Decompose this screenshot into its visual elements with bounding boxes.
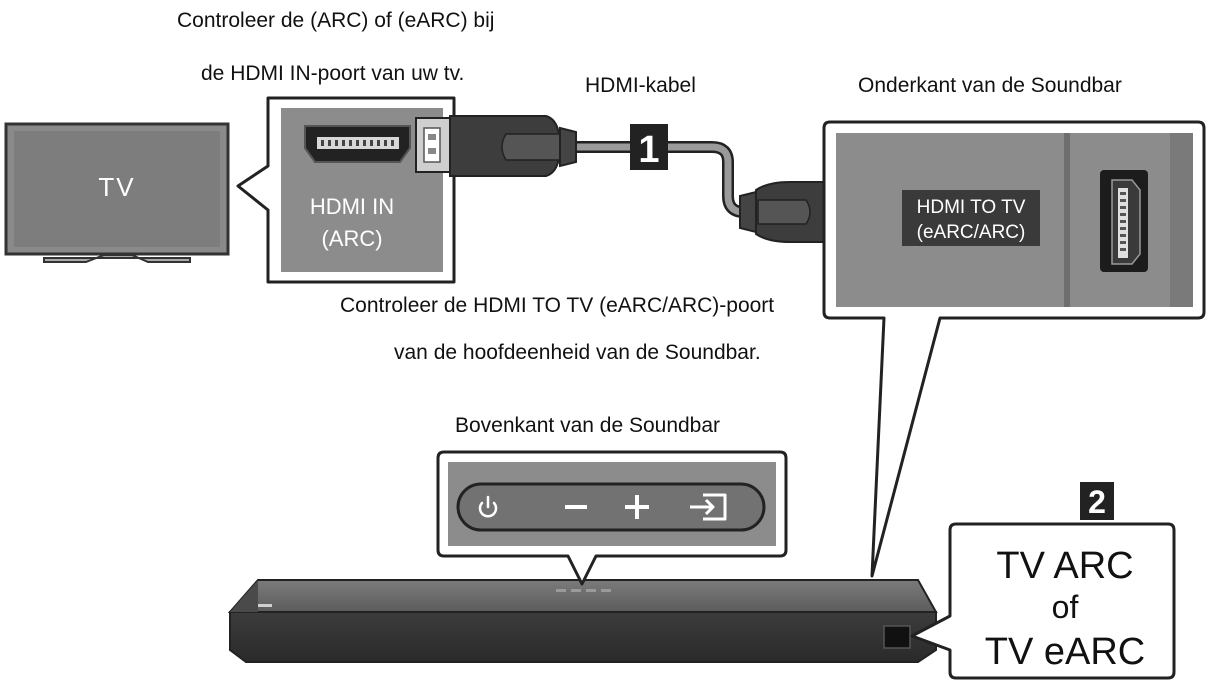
display-line-of: of: [1052, 589, 1079, 625]
hdmi-to-tv-port-icon: [1100, 170, 1148, 272]
soundbar-check-caption-line2: van de hoofdeenheid van de Soundbar.: [394, 341, 761, 364]
tv-check-caption-line2: de HDMI IN-poort van uw tv.: [201, 62, 465, 85]
hdmi-in-label: HDMI IN: [310, 194, 394, 219]
hdmi-plug-tv-side-icon: [415, 115, 577, 177]
soundbar-bottom-callout: HDMI TO TV (eARC/ARC): [822, 120, 1206, 578]
step-1-number: 1: [638, 129, 659, 171]
power-icon: [478, 495, 498, 518]
hdmi-to-tv-label: HDMI TO TV: [917, 197, 1026, 218]
hdmi-in-port-icon: [304, 125, 411, 163]
tv-icon: TV: [4, 122, 230, 263]
tv-label: TV: [98, 172, 135, 202]
display-line-tv-arc: TV ARC: [996, 545, 1133, 587]
display-line-tv-earc: TV eARC: [985, 631, 1145, 673]
source-input-icon: [690, 493, 727, 521]
step-1-badge: 1: [630, 124, 668, 171]
soundbar-icon: [227, 579, 938, 663]
hdmi-cable: [572, 141, 756, 218]
soundbar-top-callout: [436, 450, 788, 586]
minus-icon: [565, 505, 587, 509]
step-2-number: 2: [1088, 484, 1106, 520]
top-side-caption: Bovenkant van de Soundbar: [455, 414, 721, 437]
soundbar-check-caption-line1: Controleer de HDMI TO TV (eARC/ARC)-poor…: [340, 294, 775, 317]
bottom-side-caption: Onderkant van de Soundbar: [858, 74, 1122, 97]
hdmi-in-arc-label: (ARC): [321, 226, 382, 251]
display-readout: TV ARC of TV eARC: [910, 522, 1176, 680]
plus-icon: [625, 495, 649, 519]
hdmi-to-tv-label-plate: [902, 190, 1040, 246]
tv-check-caption-line1: Controleer de (ARC) of (eARC) bij: [177, 9, 495, 32]
tv-port-callout: HDMI IN (ARC): [236, 96, 456, 284]
hdmi-to-tv-earc-label: (eARC/ARC): [917, 222, 1026, 243]
cable-caption: HDMI-kabel: [585, 74, 696, 97]
step-2-badge: 2: [1080, 482, 1114, 520]
